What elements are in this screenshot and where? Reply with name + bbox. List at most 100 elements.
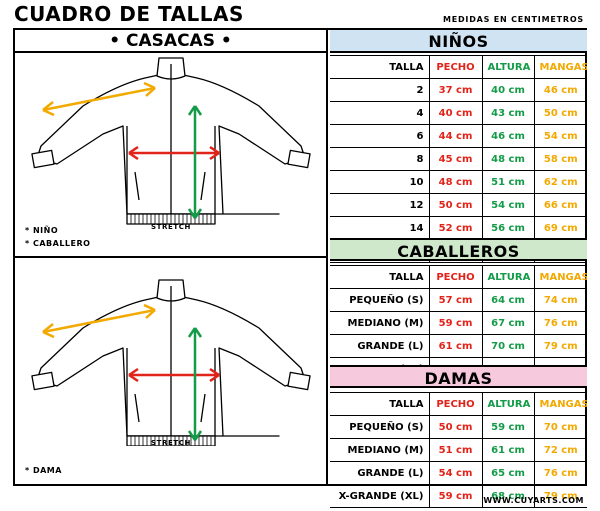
cell-mangas: 72 cm (533, 438, 587, 462)
cell-talla: 12 (330, 193, 430, 217)
cell-pecho: 48 cm (428, 170, 483, 194)
note-nino: * NIÑO (25, 226, 59, 235)
cell-altura: 48 cm (481, 147, 535, 171)
cell-altura: 59 cm (481, 415, 535, 439)
cell-pecho: 59 cm (428, 484, 483, 508)
cell-mangas: 66 cm (533, 193, 587, 217)
header-pecho: PECHO (428, 55, 483, 79)
cell-altura: 51 cm (481, 170, 535, 194)
cell-talla: X-GRANDE (XL) (330, 484, 430, 508)
ninos-section-title: NIÑOS (330, 30, 587, 53)
cell-altura: 46 cm (481, 124, 535, 148)
header-altura: ALTURA (481, 392, 535, 416)
jacket-outline (31, 57, 311, 225)
table-header-row: TALLA PECHO ALTURA MANGAS (330, 392, 587, 416)
cell-altura: 61 cm (481, 438, 535, 462)
cell-talla: 14 (330, 216, 430, 240)
cell-pecho: 40 cm (428, 101, 483, 125)
damas-table: TALLA PECHO ALTURA MANGAS PEQUEÑO (S)50 … (330, 392, 587, 508)
cell-altura: 70 cm (481, 334, 535, 358)
cell-altura: 68 cm (481, 484, 535, 508)
cell-mangas: 58 cm (533, 147, 587, 171)
cell-talla: 4 (330, 101, 430, 125)
table-header-row: TALLA PECHO ALTURA MANGAS (330, 265, 587, 289)
table-header-row: TALLA PECHO ALTURA MANGAS (330, 55, 587, 79)
cell-mangas: 69 cm (533, 216, 587, 240)
cell-pecho: 59 cm (428, 311, 483, 335)
cell-altura: 56 cm (481, 216, 535, 240)
damas-section-title: DAMAS (330, 365, 587, 388)
header-talla: TALLA (330, 265, 430, 289)
cell-talla: PEQUEÑO (S) (330, 415, 430, 439)
header-pecho: PECHO (428, 265, 483, 289)
caballeros-table: TALLA PECHO ALTURA MANGAS PEQUEÑO (S)57 … (330, 265, 587, 381)
measurement-arrows (42, 303, 220, 441)
cell-pecho: 45 cm (428, 147, 483, 171)
cell-talla: PEQUEÑO (S) (330, 288, 430, 312)
jacket-diagram-dama: STRETCH (31, 279, 311, 446)
cell-mangas: 76 cm (533, 311, 587, 335)
header-altura: ALTURA (481, 265, 535, 289)
cell-mangas: 46 cm (533, 78, 587, 102)
cell-talla: 8 (330, 147, 430, 171)
cell-altura: 67 cm (481, 311, 535, 335)
cell-altura: 43 cm (481, 101, 535, 125)
jacket-outline (31, 279, 311, 446)
header-mangas: MANGAS (533, 392, 587, 416)
header-talla: TALLA (330, 392, 430, 416)
cell-pecho: 54 cm (428, 461, 483, 485)
cell-talla: MEDIANO (M) (330, 438, 430, 462)
website-url: WWW.CUYARTS.COM (483, 496, 584, 505)
cell-altura: 40 cm (481, 78, 535, 102)
cell-mangas: 74 cm (533, 288, 587, 312)
jacket-illustrations-panel: • CASACAS • STRETCH * NIÑO * CABALLERO S… (15, 30, 328, 484)
cell-talla: 6 (330, 124, 430, 148)
jacket-panel-nino-caballero: • CASACAS • STRETCH * NIÑO * CABALLERO (15, 30, 326, 258)
cell-mangas: 79 cm (533, 334, 587, 358)
cell-pecho: 51 cm (428, 438, 483, 462)
casacas-title: • CASACAS • (15, 30, 326, 53)
cell-pecho: 57 cm (428, 288, 483, 312)
note-dama: * DAMA (25, 466, 62, 475)
cell-pecho: 52 cm (428, 216, 483, 240)
cell-pecho: 50 cm (428, 415, 483, 439)
cell-altura: 65 cm (481, 461, 535, 485)
cell-pecho: 44 cm (428, 124, 483, 148)
header-altura: ALTURA (481, 55, 535, 79)
cell-mangas: 76 cm (533, 461, 587, 485)
header-mangas: MANGAS (533, 265, 587, 289)
cell-altura: 54 cm (481, 193, 535, 217)
jacket-diagram-nino-caballero: STRETCH (31, 57, 311, 230)
cell-mangas: 50 cm (533, 101, 587, 125)
header-mangas: MANGAS (533, 55, 587, 79)
header-pecho: PECHO (428, 392, 483, 416)
size-chart-frame: • CASACAS • STRETCH * NIÑO * CABALLERO S… (13, 28, 587, 508)
cell-pecho: 37 cm (428, 78, 483, 102)
cell-talla: MEDIANO (M) (330, 311, 430, 335)
measurement-arrows (42, 81, 220, 219)
arrow-mangas (42, 86, 156, 112)
cell-talla: GRANDE (L) (330, 334, 430, 358)
stretch-label: STRETCH (151, 223, 191, 230)
header-talla: TALLA (330, 55, 430, 79)
cell-mangas: 70 cm (533, 415, 587, 439)
note-caballero: * CABALLERO (25, 239, 91, 248)
stretch-label: STRETCH (151, 439, 191, 446)
page-title: CUADRO DE TALLAS (14, 2, 244, 26)
cell-pecho: 61 cm (428, 334, 483, 358)
